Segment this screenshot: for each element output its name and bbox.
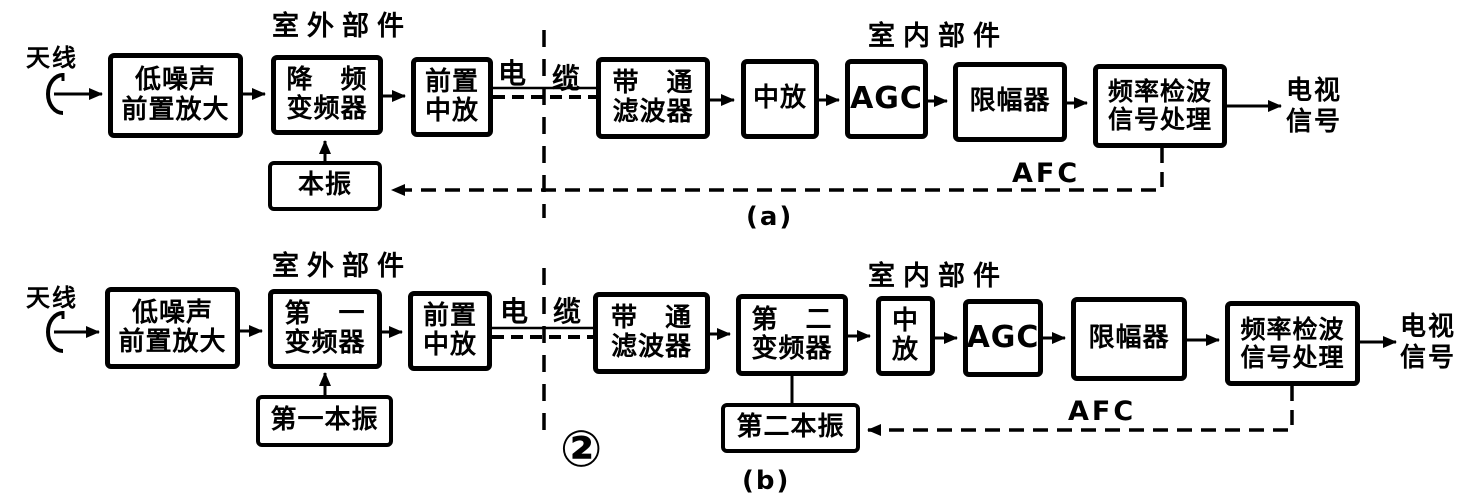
block-bandpass-a-line1: 带 通: [612, 67, 694, 98]
block-bandpass-a: 带 通 滤波器: [596, 57, 710, 139]
cable-label-right-b: 缆: [553, 295, 582, 328]
figure-number-label: ②: [560, 420, 603, 478]
block-lna-a-line2: 前置放大: [121, 94, 230, 125]
block-pre-if-b-line2: 中放: [422, 330, 477, 360]
block-limiter-a-line1: 限幅器: [969, 86, 1051, 117]
block-second-lo-b: 第二本振: [721, 403, 860, 453]
indoor-unit-label-a: 室内部件: [868, 21, 1008, 52]
block-first-converter-b-line1: 第 一: [284, 298, 366, 329]
cable-label-right-a: 缆: [552, 62, 581, 95]
block-limiter-b-line1: 限幅器: [1088, 323, 1170, 354]
block-if-amp-b: 中 放: [876, 296, 935, 376]
outdoor-unit-label-b: 室外部件: [272, 251, 412, 282]
tv-signal-output-a: 电视 信号: [1286, 76, 1342, 138]
antenna-icon-a: [46, 73, 66, 115]
block-local-osc-a: 本振: [268, 161, 382, 211]
block-detector-a-line1: 频率检波: [1107, 77, 1212, 106]
tv-signal-line1-a: 电视: [1286, 76, 1343, 106]
antenna-icon-b: [46, 311, 66, 353]
block-agc-b: AGC: [963, 299, 1043, 377]
block-second-lo-b-line1: 第二本振: [736, 412, 845, 443]
caption-b: (b): [742, 466, 791, 496]
block-bandpass-b-line1: 带 通: [610, 302, 692, 333]
block-lna-a: 低噪声 前置放大: [108, 53, 243, 138]
block-second-converter-b-line1: 第 二: [751, 304, 833, 335]
block-detector-a: 频率检波 信号处理: [1093, 64, 1227, 148]
block-lna-a-line1: 低噪声: [134, 65, 216, 96]
block-if-amp-b-line1: 中: [891, 305, 919, 336]
cable-label-left-b: 电: [500, 295, 529, 328]
block-first-converter-b-line2: 变频器: [284, 328, 366, 358]
block-bandpass-b-line2: 滤波器: [610, 332, 692, 362]
block-pre-if-a: 前置 中放: [411, 57, 493, 137]
tv-signal-line2-a: 信号: [1286, 107, 1343, 138]
block-if-amp-a: 中放: [741, 59, 819, 139]
block-downconverter-a: 降 频 变频器: [271, 55, 383, 135]
block-bandpass-a-line2: 滤波器: [612, 97, 694, 127]
tv-signal-output-b: 电视 信号: [1400, 312, 1456, 374]
block-first-converter-b: 第 一 变频器: [268, 289, 382, 369]
block-first-lo-b: 第一本振: [256, 395, 393, 447]
block-second-converter-b: 第 二 变频器: [736, 294, 848, 376]
block-downconverter-a-line1: 降 频: [286, 64, 368, 95]
block-bandpass-b: 带 通 滤波器: [593, 292, 710, 374]
block-detector-b: 频率检波 信号处理: [1225, 301, 1360, 386]
block-detector-b-line1: 频率检波: [1240, 314, 1345, 344]
block-lna-b-line2: 前置放大: [118, 327, 227, 357]
block-agc-a-line1: AGC: [850, 81, 923, 117]
block-agc-a: AGC: [845, 59, 928, 139]
block-pre-if-b: 前置 中放: [408, 291, 492, 371]
cable-label-left-a: 电: [498, 57, 527, 90]
block-if-amp-a-line1: 中放: [752, 83, 807, 114]
block-detector-b-line2: 信号处理: [1240, 342, 1345, 372]
block-first-lo-b-line1: 第一本振: [270, 405, 379, 436]
block-lna-b-line1: 低噪声: [131, 297, 213, 328]
antenna-label-b: 天线: [26, 284, 78, 312]
block-if-amp-b-line2: 放: [891, 335, 919, 365]
tv-signal-line2-b: 信号: [1400, 343, 1457, 374]
block-agc-b-line1: AGC: [966, 320, 1040, 356]
block-detector-a-line2: 信号处理: [1107, 105, 1212, 134]
block-limiter-a: 限幅器: [953, 62, 1067, 142]
antenna-label-a: 天线: [26, 44, 78, 72]
block-second-converter-b-line2: 变频器: [751, 334, 833, 364]
block-lna-b: 低噪声 前置放大: [105, 287, 240, 369]
block-pre-if-b-line1: 前置: [422, 300, 477, 331]
block-local-osc-a-line1: 本振: [297, 170, 352, 201]
outdoor-unit-label-a: 室外部件: [272, 11, 412, 42]
block-pre-if-a-line1: 前置: [424, 66, 479, 97]
tv-signal-line1-b: 电视: [1400, 312, 1457, 342]
afc-label-b: AFC: [1068, 396, 1137, 427]
block-pre-if-a-line2: 中放: [424, 96, 479, 126]
block-downconverter-a-line2: 变频器: [286, 94, 368, 124]
caption-a: (a): [746, 202, 794, 232]
indoor-unit-label-b: 室内部件: [868, 261, 1008, 292]
block-limiter-b: 限幅器: [1071, 297, 1187, 381]
afc-label-a: AFC: [1012, 158, 1081, 189]
